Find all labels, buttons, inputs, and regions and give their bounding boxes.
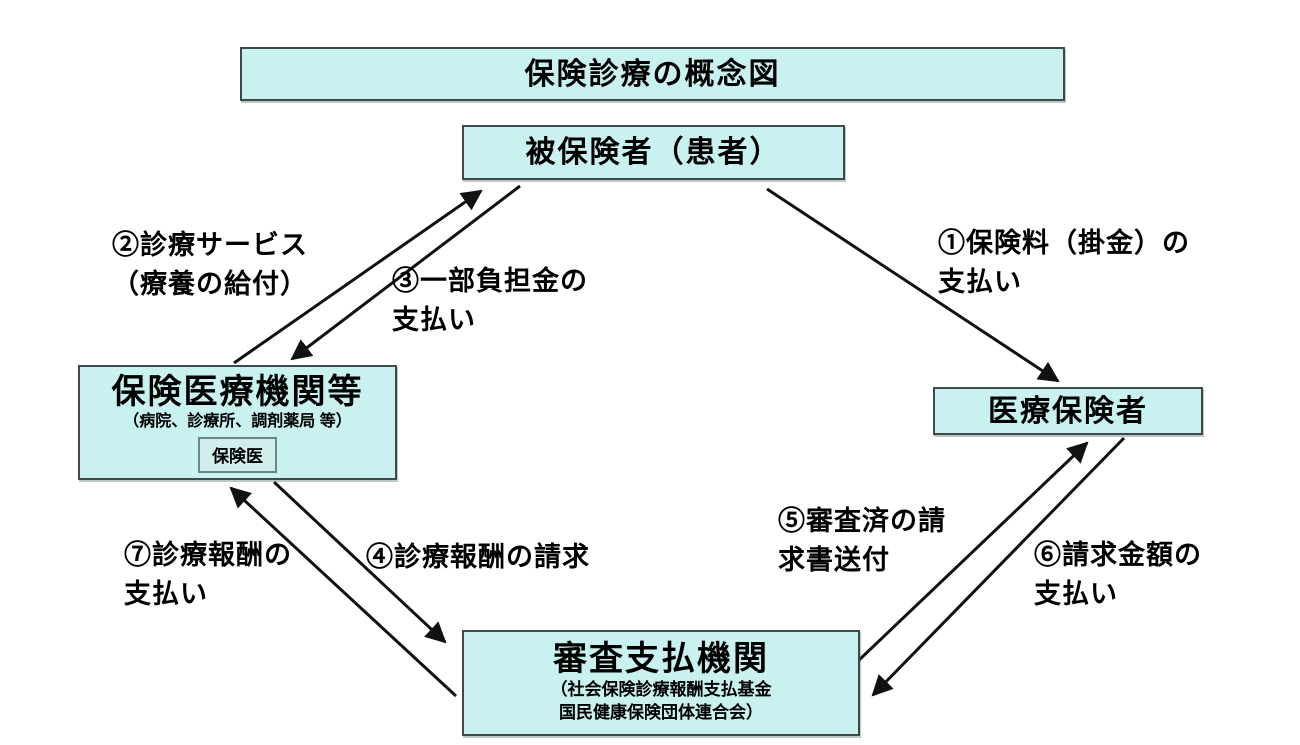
diagram-title-box: 保険診療の概念図 bbox=[240, 47, 1065, 101]
node-payer-sublabel: （社会保険診療報酬支払基金 国民健康保険団体連合会） bbox=[550, 679, 772, 722]
flow-label-6: ⑥請求金額の 支払い bbox=[1034, 540, 1202, 610]
flow-label-1: ①保険料（掛金）の 支払い bbox=[938, 228, 1190, 298]
node-insurer-label: 医療保険者 bbox=[988, 394, 1148, 428]
flow-label-3: ③一部負担金の 支払い bbox=[392, 266, 588, 336]
arrow-7-fee-payment bbox=[229, 486, 458, 698]
node-provider-label: 保険医療機関等 bbox=[111, 373, 364, 411]
flow-label-5: ⑤審査済の請 求書送付 bbox=[778, 506, 946, 576]
node-insured-label: 被保険者（患者） bbox=[525, 136, 782, 169]
arrow-1-premium-payment bbox=[766, 187, 1060, 383]
arrow-3-copayment bbox=[290, 184, 521, 361]
node-payer-label: 審査支払機関 bbox=[553, 640, 769, 679]
arrow-5-reviewed-invoice bbox=[856, 441, 1089, 663]
node-medical-provider: 保険医療機関等 （病院、診療所、調剤薬局 等） 保険医 bbox=[78, 365, 397, 480]
node-insured-patient: 被保険者（患者） bbox=[462, 125, 845, 180]
node-review-payment-org: 審査支払機関 （社会保険診療報酬支払基金 国民健康保険団体連合会） bbox=[462, 630, 860, 736]
node-provider-sublabel: （病院、診療所、調剤薬局 等） bbox=[123, 413, 352, 431]
arrow-2-medical-service bbox=[233, 189, 483, 365]
arrow-6-billed-amount-pay bbox=[871, 436, 1126, 697]
diagram-title: 保険診療の概念図 bbox=[524, 57, 781, 91]
arrow-4-fee-claim bbox=[272, 480, 447, 644]
flow-label-4: ④診療報酬の請求 bbox=[366, 542, 590, 572]
flow-label-2: ②診療サービス （療養の給付） bbox=[112, 230, 308, 300]
node-medical-insurer: 医療保険者 bbox=[933, 387, 1203, 435]
node-insurance-doctor: 保険医 bbox=[198, 436, 277, 473]
flow-label-7: ⑦診療報酬の 支払い bbox=[124, 540, 292, 610]
